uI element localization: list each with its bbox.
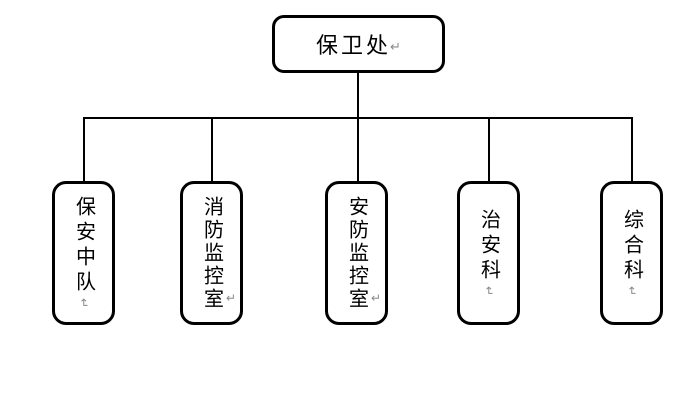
org-node-root: 保卫处 ↵ bbox=[272, 15, 445, 73]
connector-drop-4 bbox=[631, 117, 633, 181]
paragraph-mark-icon: ↵ bbox=[76, 296, 91, 310]
org-node-label: 安防监控室 bbox=[345, 195, 368, 311]
org-node-label: 消防监控室 bbox=[200, 195, 223, 311]
org-node-label-text: 安防监控室 bbox=[345, 195, 368, 311]
org-node-child-zhian-ke: 治安科↵ bbox=[457, 181, 520, 325]
connector-root-vertical bbox=[357, 73, 359, 117]
org-node-child-baoan-zhongdui: 保安中队↵ bbox=[52, 181, 115, 325]
paragraph-mark-icon: ↵ bbox=[624, 283, 639, 298]
org-node-label: 保安中队↵ bbox=[72, 196, 95, 310]
connector-drop-2 bbox=[357, 117, 359, 181]
org-node-root-label: 保卫处 bbox=[316, 33, 392, 58]
org-node-label-text: 消防监控室 bbox=[200, 195, 223, 311]
paragraph-mark-icon: ↵ bbox=[481, 283, 496, 298]
connector-drop-3 bbox=[488, 117, 490, 181]
connector-drop-1 bbox=[211, 117, 213, 181]
paragraph-mark-icon: ↵ bbox=[390, 39, 401, 54]
paragraph-mark-icon: ↵ bbox=[370, 291, 381, 305]
org-node-label-text: 治安科 bbox=[477, 208, 500, 284]
org-node-child-xiaofang-jiankongshi: 消防监控室 ↵ bbox=[180, 181, 243, 325]
connector-drop-0 bbox=[83, 117, 85, 181]
org-node-child-anfang-jiankongshi: 安防监控室 ↵ bbox=[325, 181, 388, 325]
org-node-label: 综合科↵ bbox=[620, 208, 643, 298]
org-node-label: 治安科↵ bbox=[477, 208, 500, 298]
paragraph-mark-icon: ↵ bbox=[225, 291, 236, 305]
org-node-label-text: 保安中队 bbox=[72, 196, 95, 296]
org-node-label-text: 综合科 bbox=[620, 208, 643, 284]
org-node-child-zonghe-ke: 综合科↵ bbox=[600, 181, 663, 325]
